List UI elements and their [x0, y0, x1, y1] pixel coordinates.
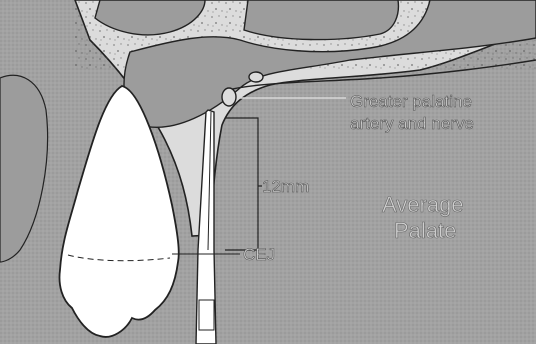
foramen-1: [222, 88, 236, 106]
palate-label-line1: Average: [382, 192, 464, 217]
cej-label: CEJ: [243, 245, 275, 264]
nerve-label-line2: artery and nerve: [350, 114, 474, 133]
nasal-cavity-center: [244, 0, 398, 40]
nerve-label-line1: Greater palatine: [350, 92, 472, 111]
foramen-2: [249, 72, 263, 82]
palate-label-line2: Palate: [394, 218, 456, 243]
measurement-label: 12mm: [262, 177, 309, 196]
